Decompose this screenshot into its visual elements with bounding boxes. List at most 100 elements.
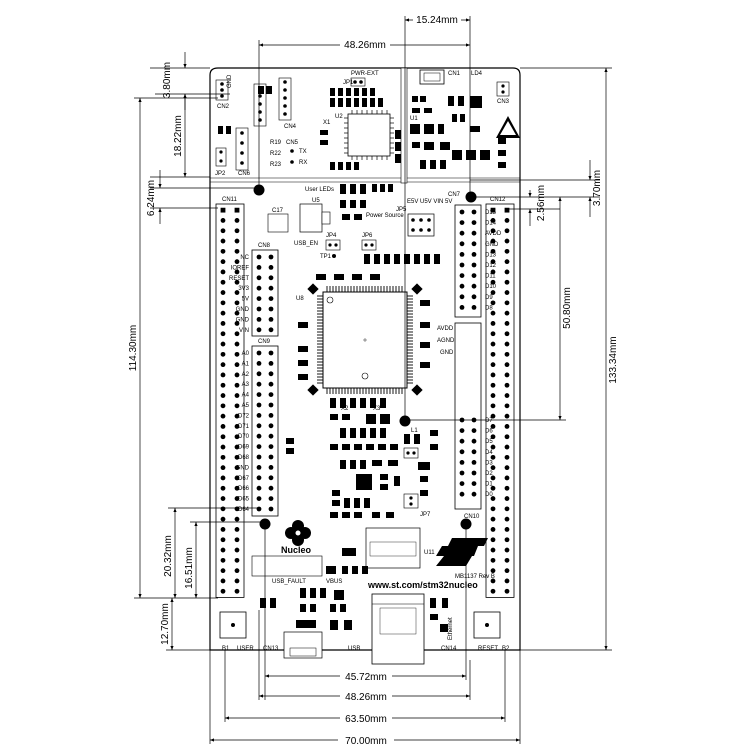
header-pin	[256, 413, 262, 418]
header-pin	[220, 372, 226, 378]
pin-label: IOREF	[231, 265, 250, 271]
header-pin	[220, 218, 226, 223]
header-pin	[234, 424, 240, 429]
header-pin	[220, 382, 226, 388]
header-pin	[268, 485, 274, 491]
r19-label: R19	[270, 140, 282, 146]
header-pin	[234, 259, 240, 265]
header-pin	[490, 290, 496, 295]
header-pin	[220, 351, 226, 357]
header-pin	[490, 218, 496, 223]
tx-label: TX	[299, 149, 307, 155]
pin-label: D6	[485, 429, 493, 435]
header-pin	[504, 228, 510, 234]
header-pin	[220, 537, 226, 543]
header-pin	[490, 537, 496, 543]
pin-label: D11	[485, 274, 496, 280]
header-pin	[459, 438, 465, 444]
cn9-label: CN9	[258, 339, 271, 345]
r23-label: R23	[270, 162, 282, 168]
header-pin	[504, 382, 510, 388]
header-pin	[234, 341, 240, 347]
header-pin	[490, 321, 496, 326]
pin-label: RESET	[229, 276, 249, 282]
pin-label: D13	[485, 252, 497, 258]
header-pin	[504, 557, 510, 563]
header-pin	[256, 275, 262, 281]
header-pin	[504, 403, 510, 409]
cn12-label: CN12	[490, 197, 506, 203]
header-pin	[504, 568, 510, 574]
cn8-label: CN8	[258, 243, 271, 249]
header-pin	[504, 496, 510, 501]
header-pin	[234, 527, 240, 532]
header-pin	[268, 254, 274, 260]
avdd-label: AVDD	[437, 326, 454, 332]
header-pin	[268, 265, 274, 270]
header-pin	[220, 527, 226, 532]
header-pin	[490, 238, 496, 244]
header-pin	[234, 248, 240, 254]
header-pin	[504, 516, 510, 522]
header-pin	[234, 382, 240, 388]
header-pin	[220, 290, 226, 295]
header-pin	[459, 460, 465, 465]
tp1-label: TP1	[320, 254, 332, 260]
header-pin	[471, 470, 477, 476]
header-pin	[220, 279, 226, 285]
header-pin	[256, 465, 262, 470]
dim-left-18: 18.22mm	[173, 115, 184, 157]
pin-label: D70	[238, 434, 250, 440]
cn1-label: CN1	[448, 71, 461, 77]
header-pin	[256, 402, 262, 408]
header-pin	[220, 475, 226, 481]
cn6-label: CN6	[238, 171, 251, 177]
header-pin	[504, 269, 510, 275]
header-pin	[490, 269, 496, 275]
usb-fault-label: USB_FAULT	[272, 579, 306, 585]
b2-label: B2	[502, 646, 510, 652]
header-pin	[220, 331, 226, 337]
header-pin	[220, 228, 226, 234]
usb-en-label: USB_EN	[294, 241, 318, 247]
header-pin	[490, 393, 496, 398]
dim-right-small: 2.56mm	[536, 185, 547, 221]
header-pin	[256, 371, 262, 377]
header-pin	[256, 306, 262, 312]
header-pin	[268, 413, 274, 418]
header-pin	[256, 444, 262, 449]
c17-label: C17	[272, 208, 284, 214]
pin-label: A5	[242, 403, 250, 409]
header-pin	[490, 382, 496, 388]
header-pin	[268, 433, 274, 439]
dim-right-mid: 50.80mm	[562, 287, 573, 329]
header-pin	[471, 209, 477, 215]
cn10-gnd-label: GND	[440, 350, 454, 356]
header-pin	[220, 300, 226, 306]
header-pin	[256, 475, 262, 481]
header-pin	[490, 434, 496, 440]
board-rev-label: MB1137 Rev B	[455, 574, 495, 580]
header-pin	[268, 317, 274, 322]
u8-label: U8	[296, 296, 304, 302]
header-pin	[490, 228, 496, 234]
header-pin	[256, 423, 262, 429]
header-pin	[504, 290, 510, 295]
header-pin	[220, 434, 226, 440]
header-pin	[220, 568, 226, 574]
pin-label: D71	[238, 424, 250, 430]
x3-label: X3	[373, 406, 381, 412]
header-pin	[268, 327, 274, 333]
header-pin	[256, 254, 262, 260]
header-pin	[504, 310, 510, 316]
header-pin	[256, 496, 262, 501]
header-pin	[504, 424, 510, 429]
header-pin	[490, 403, 496, 409]
header-pin	[459, 273, 465, 278]
header-pin	[256, 317, 262, 322]
header-pin	[220, 516, 226, 522]
header-pin	[490, 465, 496, 471]
middle-area: User LEDs Power Source E5V U5V VIN 5V U5…	[267, 184, 452, 518]
header-pin	[504, 372, 510, 378]
dim-left-20: 20.32mm	[163, 535, 174, 577]
